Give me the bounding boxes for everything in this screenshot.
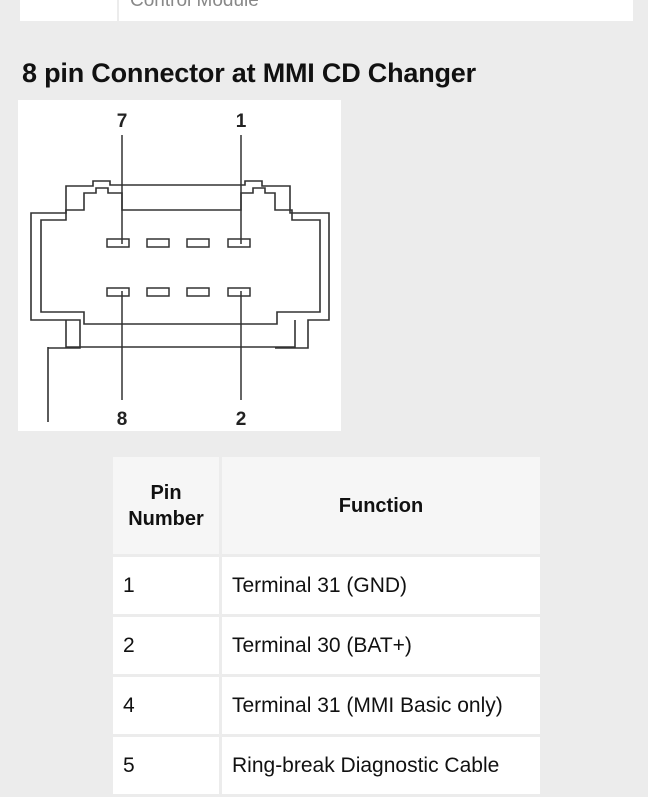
pin-number-cell: 2 [113,617,222,677]
pin-slot-2 [227,287,251,297]
housing-base-outline [65,320,296,348]
pin-slot-3 [186,238,210,248]
table-row: 2 Terminal 30 (BAT+) [113,617,540,677]
table-row: 1 Terminal 31 (GND) [113,557,540,617]
header-function: Function [222,457,540,557]
table-row: 5 Ring-break Diagnostic Cable [113,737,540,797]
housing-inner-outline [40,187,321,325]
pin-number-cell: 4 [113,677,222,737]
table-row: 4 Terminal 31 (MMI Basic only) [113,677,540,737]
connector-pinout-drawing: 7 1 8 2 [30,111,330,430]
pin-slot-5 [146,238,170,248]
pin-number-cell: 5 [113,737,222,797]
pin-label-2: 2 [236,409,247,430]
pin-slot-6 [146,287,170,297]
pin-slot-7 [106,238,130,248]
function-cell: Terminal 31 (GND) [222,557,540,617]
pin-slot-4 [186,287,210,297]
section-title: 8 pin Connector at MMI CD Changer [22,58,476,88]
previous-table-fragment: Control Module [20,0,633,21]
pin-label-7: 7 [117,111,128,132]
previous-table-cut-text: Control Module [130,0,259,11]
housing-outer-outline [30,180,330,422]
function-cell: Terminal 31 (MMI Basic only) [222,677,540,737]
pin-number-cell: 1 [113,557,222,617]
pin-label-8: 8 [117,409,128,430]
pin-slot-8 [106,287,130,297]
table-header-row: Pin Number Function [113,457,540,557]
connector-diagram: 7 1 8 2 [18,100,341,431]
pin-label-1: 1 [236,111,247,132]
pin-function-table: Pin Number Function 1 Terminal 31 (GND) … [113,457,540,797]
pin-slot-1 [227,238,251,248]
function-cell: Terminal 30 (BAT+) [222,617,540,677]
table-divider [117,0,119,21]
function-cell: Ring-break Diagnostic Cable [222,737,540,797]
header-pin-number: Pin Number [113,457,222,557]
